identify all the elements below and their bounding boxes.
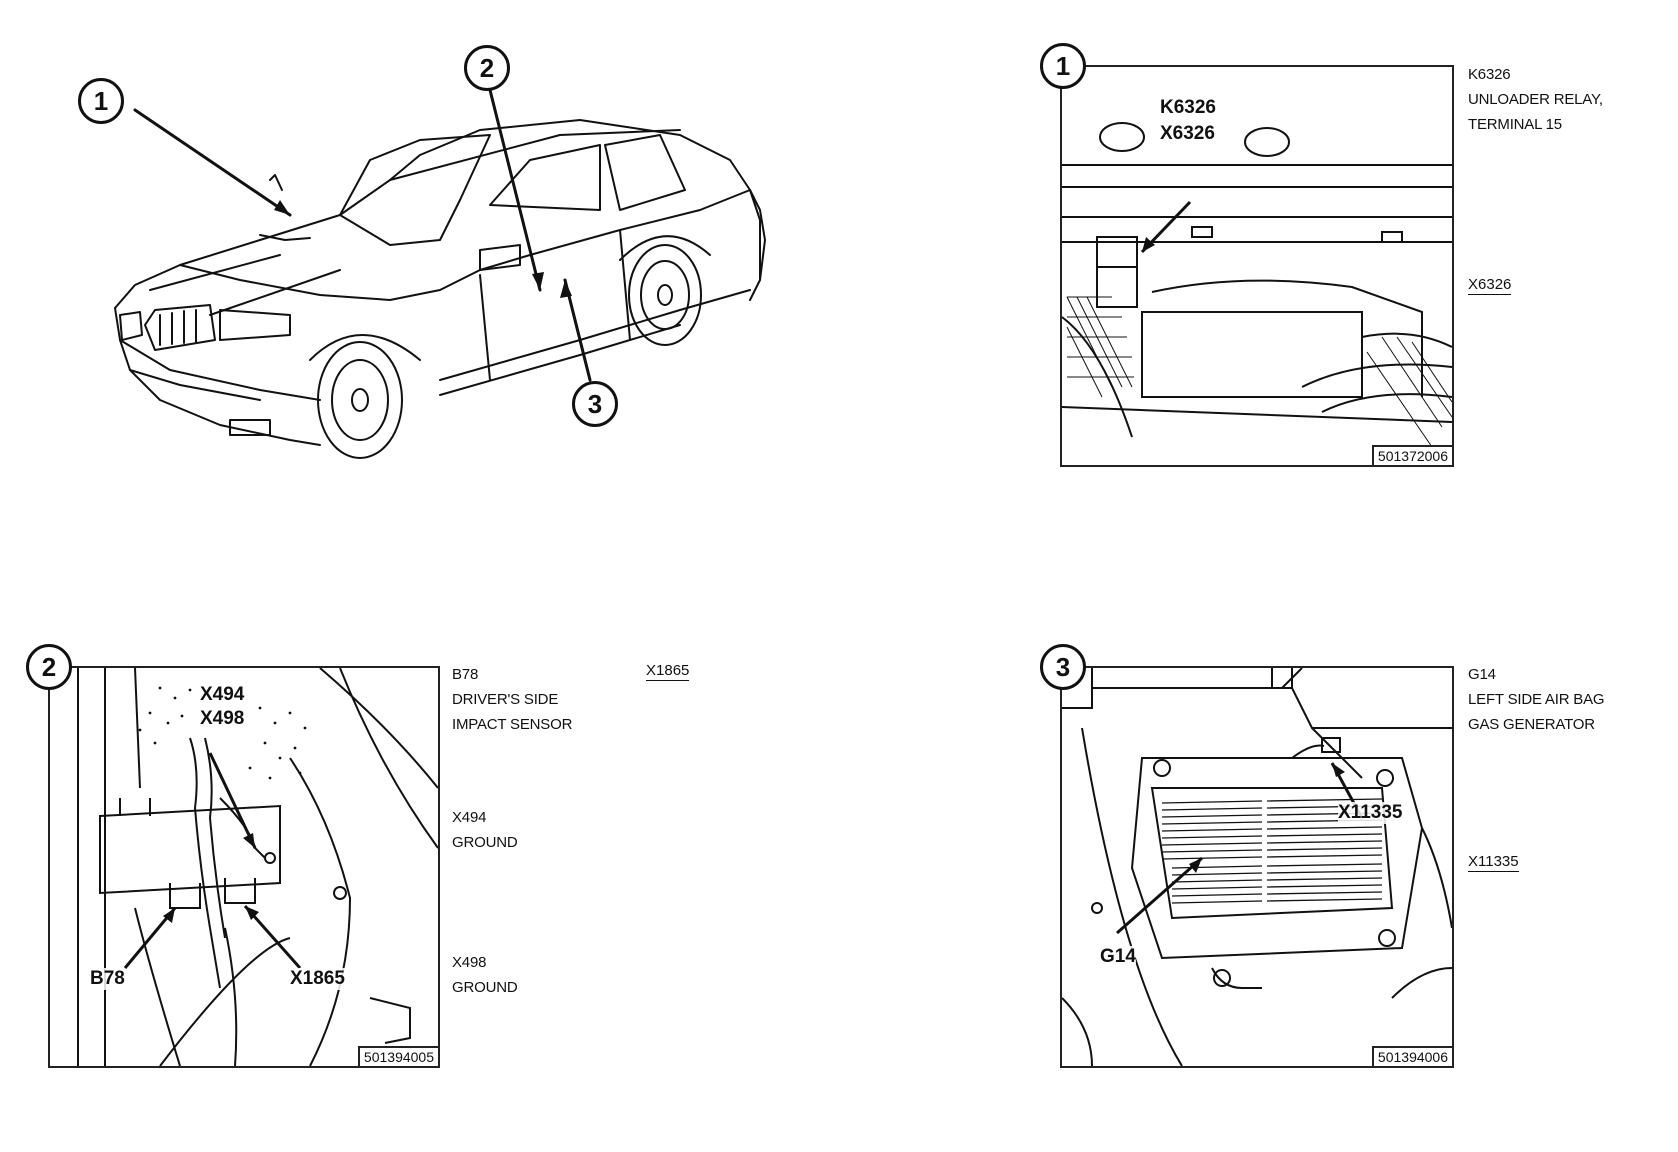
panel-3-label-x11335: X11335 (1338, 802, 1403, 824)
legend-desc-k6326-line-2: TERMINAL 15 (1468, 116, 1562, 133)
detail-panel-3: X11335 G14 501394006 (1060, 666, 1454, 1068)
panel-3-figure-number: 501394006 (1371, 1046, 1452, 1066)
car-line-drawing (114, 88, 766, 459)
connector-ref-x6326: X6326 (1468, 276, 1512, 295)
detail-panel-2: X494 X498 B78 X1865 501394005 (48, 666, 440, 1068)
vehicle-overview: 1 2 3 (60, 40, 800, 490)
overview-callout-3: 3 (572, 381, 618, 427)
panel-3-label-g14: G14 (1100, 946, 1136, 968)
panel-2-legend: B78 DRIVER'S SIDE IMPACT SENSOR (452, 662, 572, 737)
panel-1-legend: K6326 UNLOADER RELAY, TERMINAL 15 (1468, 62, 1603, 137)
panel-2-drawing (77, 668, 438, 1066)
panel-3-badge: 3 (1040, 644, 1086, 690)
legend-code-k6326: K6326 (1468, 66, 1511, 83)
panel-1-drawing (1062, 122, 1452, 448)
overview-callout-2: 2 (464, 45, 510, 91)
panel-1-label-k6326: K6326 (1160, 97, 1216, 119)
legend-code-x494: X494 (452, 809, 487, 826)
panel-1-figure-number: 501372006 (1371, 445, 1452, 465)
panel-2-figure-number: 501394005 (357, 1046, 438, 1066)
connector-ref-x1865: X1865 (646, 662, 690, 681)
connector-ref-x11335: X11335 (1468, 853, 1519, 872)
legend-desc-g14-line-1: LEFT SIDE AIR BAG (1468, 691, 1605, 708)
panel-2-label-x1865: X1865 (290, 968, 345, 990)
legend-desc-b78-line-1: DRIVER'S SIDE (452, 691, 559, 708)
panel-3-drawing (1062, 668, 1452, 1066)
overview-callout-1: 1 (78, 78, 124, 124)
panel-1-badge: 1 (1040, 43, 1086, 89)
panel-2-badge: 2 (26, 644, 72, 690)
legend-desc-b78-line-2: IMPACT SENSOR (452, 716, 573, 733)
legend-code-g14: G14 (1468, 666, 1496, 683)
panel-2-label-x498: X498 (200, 708, 245, 730)
panel-2-label-x494: X494 (200, 684, 245, 706)
legend-desc-k6326-line-1: UNLOADER RELAY, (1468, 91, 1603, 108)
panel-2-label-b78: B78 (90, 968, 125, 990)
panel-1-label-x6326: X6326 (1160, 123, 1215, 145)
panel-3-legend: G14 LEFT SIDE AIR BAG GAS GENERATOR (1468, 662, 1605, 737)
legend-desc-x498: GROUND (452, 979, 518, 996)
legend-code-b78: B78 (452, 666, 479, 683)
legend-desc-x494: GROUND (452, 834, 518, 851)
panel-2-legend-x498: X498 GROUND (452, 950, 518, 1000)
legend-code-x498: X498 (452, 954, 487, 971)
legend-desc-g14-line-2: GAS GENERATOR (1468, 716, 1595, 733)
detail-panel-1: K6326 X6326 501372006 (1060, 65, 1454, 467)
panel-2-legend-x494: X494 GROUND (452, 805, 518, 855)
